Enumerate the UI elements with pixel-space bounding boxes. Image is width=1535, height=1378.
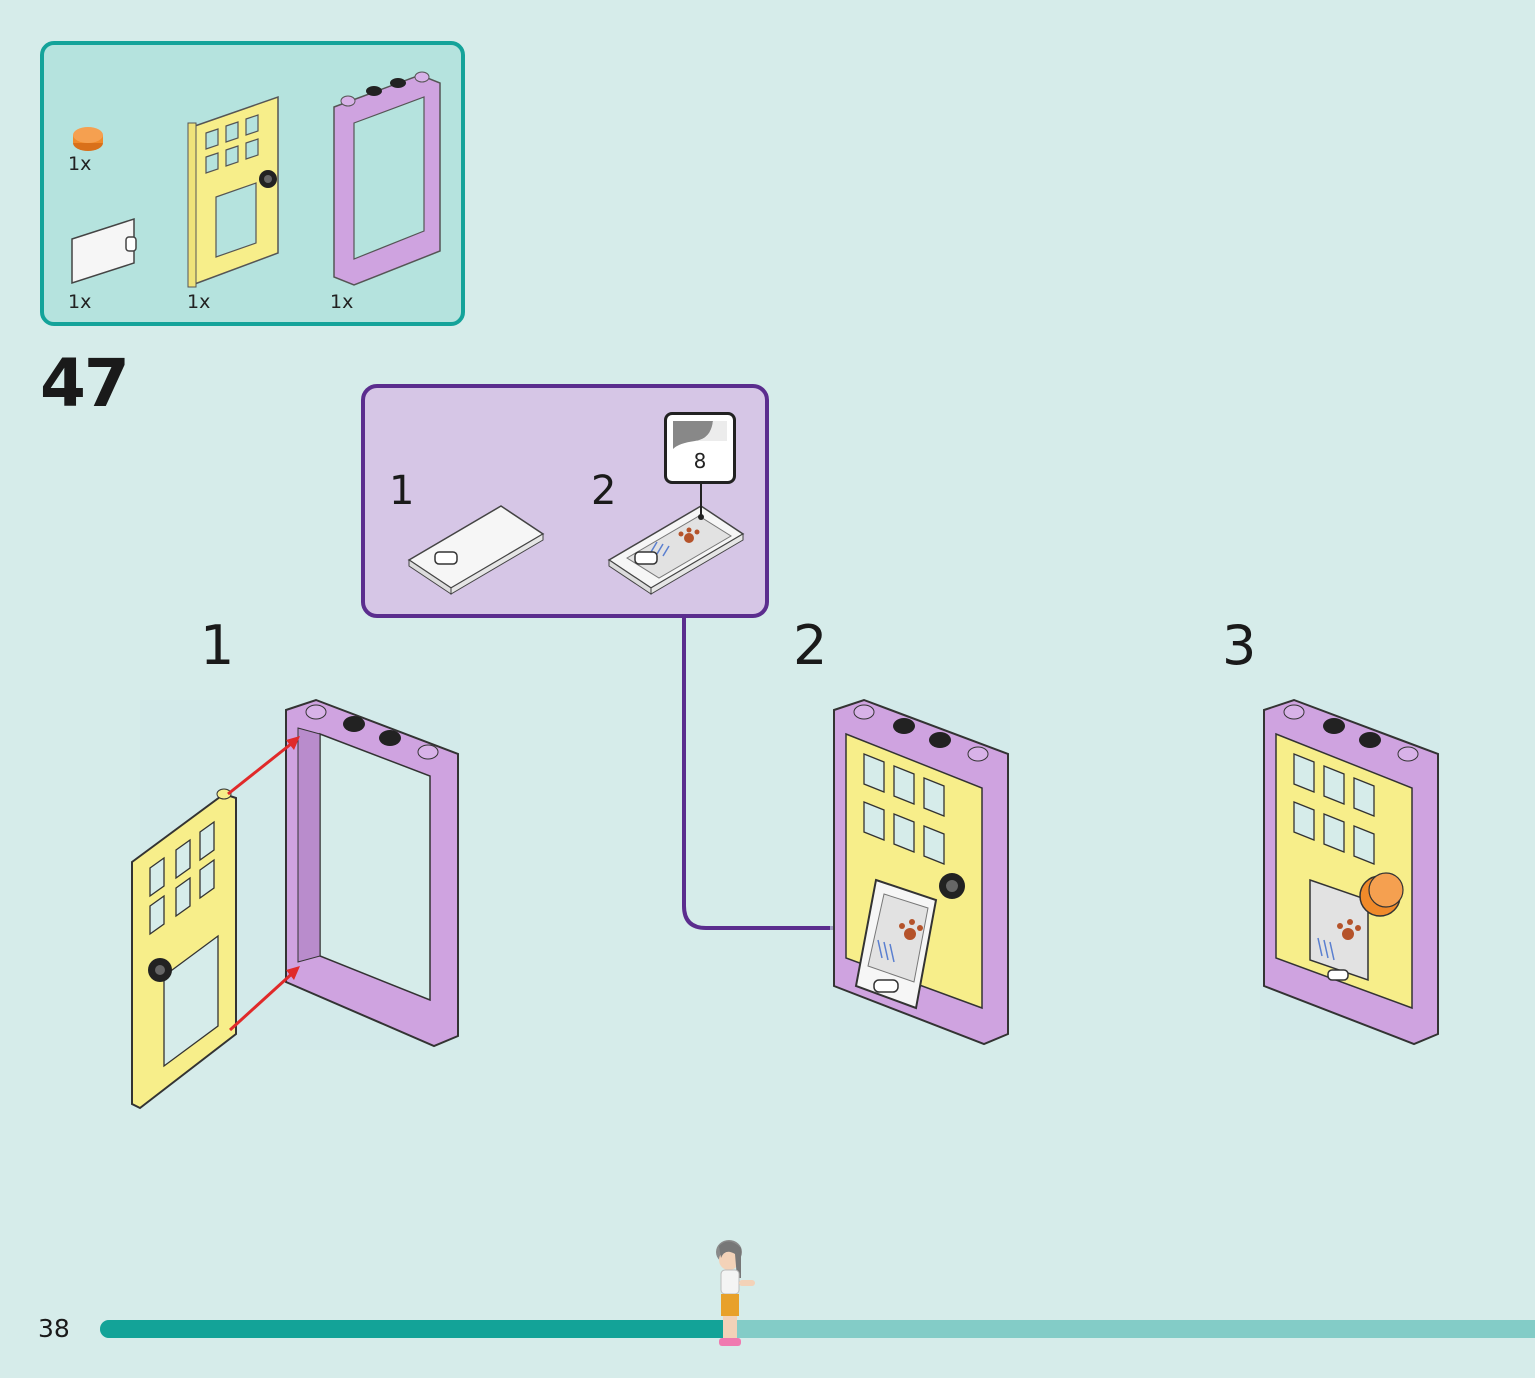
sticker-number: 8 — [693, 449, 707, 473]
substep-1-illustration — [131, 698, 460, 1110]
progress-bar-fill — [100, 1320, 732, 1338]
part-qty-white-tile: 1x — [68, 291, 92, 313]
page-number: 38 — [38, 1314, 70, 1343]
minifigure-icon — [716, 1240, 756, 1346]
part-qty-yellow-door: 1x — [187, 291, 211, 313]
substep-label-1: 1 — [200, 614, 235, 677]
part-qty-door-frame: 1x — [330, 291, 354, 313]
sticker-tile-icon — [607, 505, 745, 595]
part-qty-orange-tile: 1x — [68, 153, 92, 175]
door-frame-icon — [333, 71, 441, 286]
yellow-door-icon — [187, 95, 279, 288]
progress-bar-track — [100, 1320, 1535, 1338]
sub-step-label-1: 1 — [389, 468, 415, 514]
white-tile-clip-icon — [71, 217, 137, 285]
substep-2-illustration — [830, 698, 1010, 1046]
sticker-page-icon — [673, 421, 727, 449]
sticker-callout: 8 — [664, 412, 736, 484]
step-number: 47 — [40, 345, 130, 422]
substep-label-2: 2 — [793, 614, 828, 677]
plain-tile-icon — [407, 505, 545, 595]
sub-step-label-2: 2 — [591, 468, 617, 514]
substep-3-illustration — [1260, 698, 1440, 1046]
sticker-pointer-line — [698, 484, 704, 520]
orange-round-tile-icon — [73, 127, 103, 151]
substep-label-3: 3 — [1222, 614, 1257, 677]
parts-list-box: 1x 1x 1x 1x — [40, 41, 465, 326]
